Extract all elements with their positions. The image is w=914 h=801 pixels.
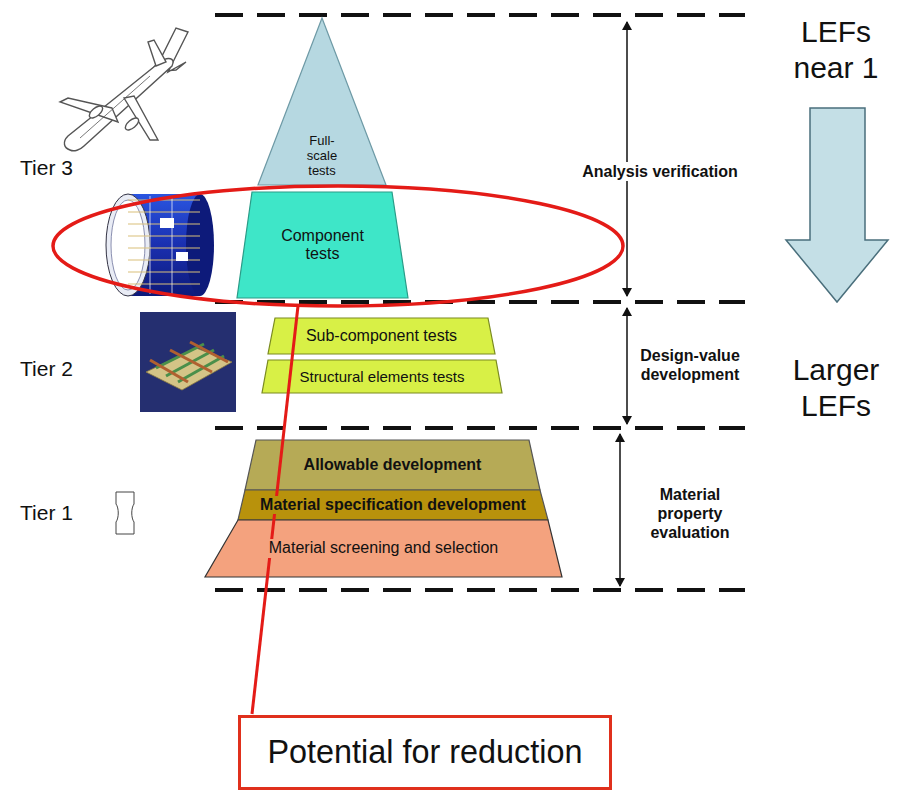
phase-label: Analysis verification [579, 162, 741, 181]
structural-elements-band: Structural elements tests [262, 360, 502, 393]
node-label: Material specification development [258, 496, 528, 514]
tier-label: Tier 1 [20, 500, 73, 525]
material-screening-band: Material screening and selection [205, 520, 562, 577]
node-label: Allowable development [302, 456, 484, 474]
coupon-specimen [116, 492, 134, 534]
tier-divider [215, 15, 745, 590]
allowable-band: Allowable development [245, 440, 540, 490]
trend-arrow [786, 108, 888, 302]
phase-label: Material property evaluation [635, 485, 745, 543]
stiffened-panel-illustration [140, 312, 236, 412]
airplane-illustration [60, 28, 188, 151]
tier-label: Tier 2 [20, 356, 73, 381]
component-band: Component tests [237, 192, 408, 298]
node-label: Material screening and selection [267, 539, 500, 557]
trend-label: Larger LEFs [771, 352, 901, 424]
highlight-ellipse [53, 186, 623, 306]
trend-label: LEFs near 1 [771, 14, 901, 86]
tier-label: Tier 3 [20, 155, 73, 180]
node-label: Structural elements tests [297, 368, 466, 385]
phase-label: Design-value development [625, 346, 755, 384]
node-label: Sub-component tests [304, 327, 459, 345]
material-spec-band: Material specification development [238, 490, 548, 520]
callout-box: Potential for reduction [238, 715, 612, 790]
sub-component-band: Sub-component tests [268, 318, 495, 354]
node-label: Component tests [266, 227, 380, 264]
full-scale-triangle: Full-scale tests [258, 18, 386, 185]
node-label: Full-scale tests [293, 134, 351, 179]
range-arrow [620, 22, 627, 586]
node-label: Potential for reduction [265, 734, 584, 771]
fuselage-barrel-illustration [106, 194, 214, 296]
